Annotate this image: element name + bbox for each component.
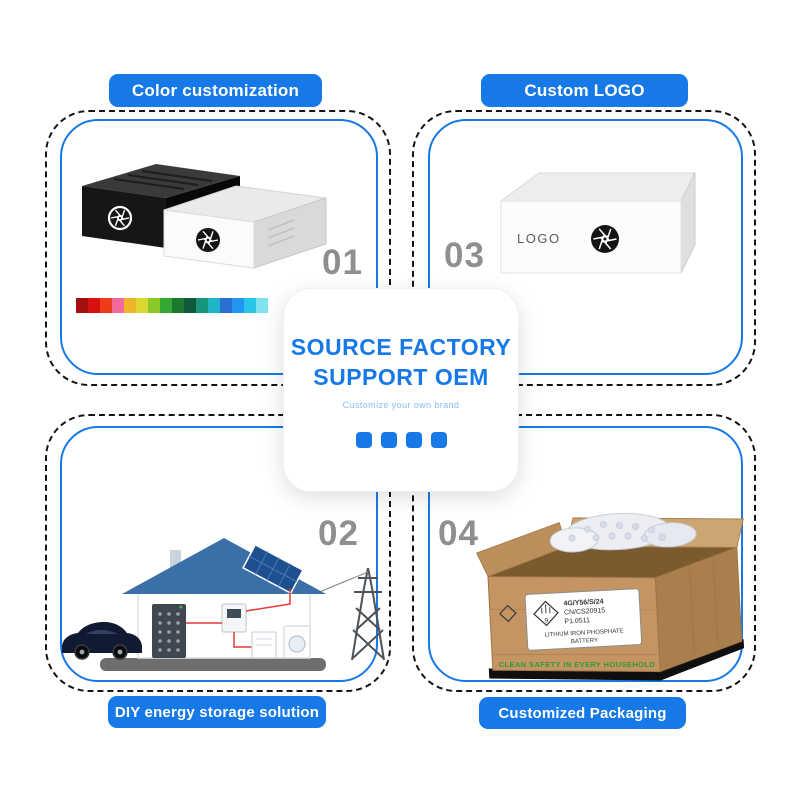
color-customization-illustration	[82, 164, 327, 269]
white-enclosure	[163, 185, 327, 269]
frame-blue-custom-logo	[428, 119, 743, 375]
frame-dashed-color-customization	[45, 110, 391, 386]
color-swatch	[112, 298, 124, 313]
frame-dashed-custom-logo	[412, 110, 756, 386]
label-custom-logo: Custom LOGO	[481, 74, 688, 107]
color-swatch	[208, 298, 220, 313]
label-diy-storage-text: DIY energy storage solution	[114, 703, 320, 721]
frame-blue-packaging	[428, 426, 743, 682]
color-swatch	[160, 298, 172, 313]
aperture-logo-icon	[591, 225, 619, 253]
label-customized-packaging: Customized Packaging	[479, 697, 686, 729]
power-wiring	[186, 589, 291, 648]
color-swatch	[244, 298, 256, 313]
color-swatch	[148, 298, 160, 313]
packaging-illustration: 9 4G/Y56/S/24 CN/CS20915 P1.0511 LITHIUM…	[476, 512, 745, 681]
label-line-1: 4G/Y56/S/24	[563, 598, 604, 607]
frame-blue-diy-storage	[60, 426, 378, 682]
label-line-2: CN/CS20915	[564, 607, 606, 616]
label-color-customization: Color customization	[109, 74, 322, 107]
oem-dot	[355, 432, 372, 449]
ground-platform	[100, 658, 326, 671]
floor-battery-unit	[251, 631, 277, 659]
color-swatch	[100, 298, 112, 313]
diy-storage-illustration	[62, 538, 385, 671]
oem-dot	[430, 432, 447, 449]
color-swatch	[88, 298, 100, 313]
color-swatch	[136, 298, 148, 313]
chimney	[170, 550, 181, 576]
solar-panel	[242, 543, 304, 595]
color-swatch	[172, 298, 184, 313]
oem-title-line2: SUPPORT OEM	[313, 364, 489, 390]
hazard-diamond-icon: 9	[533, 600, 559, 627]
hazard-class-text: 9	[544, 617, 548, 624]
label-line-3: P1.0511	[564, 617, 590, 625]
color-swatch	[184, 298, 196, 313]
number-02: 02	[318, 514, 359, 553]
box-slogan-text: CLEAN SAFETY IN EVERY HOUSEHOLD	[499, 660, 656, 669]
battery-cabinet	[152, 604, 186, 658]
label-diy-storage: DIY energy storage solution	[108, 696, 326, 728]
oem-subtitle: Customize your own brand	[342, 400, 460, 411]
number-03: 03	[444, 236, 485, 275]
oem-dot	[380, 432, 397, 449]
shipping-label: 9 4G/Y56/S/24 CN/CS20915 P1.0511 LITHIUM…	[524, 588, 643, 651]
oem-dot	[405, 432, 422, 449]
transmission-tower	[315, 567, 385, 661]
frame-dashed-packaging	[412, 414, 756, 692]
color-swatch	[124, 298, 136, 313]
color-swatch	[76, 298, 88, 313]
center-oem-card: SOURCE FACTORY SUPPORT OEM Customize you…	[283, 288, 519, 492]
wall-inverter	[221, 603, 247, 633]
number-01: 01	[322, 243, 363, 282]
label-custom-logo-text: Custom LOGO	[524, 80, 645, 100]
label-line-4: LITHIUM IRON PHOSPHATE	[545, 628, 624, 638]
aperture-logo-icon	[107, 205, 133, 231]
color-swatch	[232, 298, 244, 313]
oem-title-line1: SOURCE FACTORY	[290, 333, 512, 360]
frame-dashed-diy-storage	[45, 414, 391, 692]
frame-blue-color-customization	[60, 119, 378, 375]
label-color-customization-text: Color customization	[131, 80, 300, 100]
color-swatch	[196, 298, 208, 313]
logo-placeholder-text: LOGO	[517, 231, 561, 246]
color-strip	[76, 298, 268, 313]
carton-box: 9 4G/Y56/S/24 CN/CS20915 P1.0511 LITHIUM…	[476, 512, 744, 673]
logo-enclosure: LOGO	[499, 172, 696, 274]
custom-logo-illustration: LOGO	[499, 172, 696, 274]
aperture-logo-icon	[196, 228, 220, 252]
house	[122, 538, 326, 659]
ev-car	[62, 622, 142, 660]
label-customized-packaging-text: Customized Packaging	[498, 704, 667, 722]
color-swatch	[256, 298, 268, 313]
color-swatch	[220, 298, 232, 313]
washing-machine	[283, 625, 311, 659]
oem-dots	[355, 432, 447, 449]
diamond-mark-icon	[499, 604, 517, 623]
number-04: 04	[438, 514, 479, 553]
bubble-wrap	[549, 512, 697, 553]
label-line-5: BATTERY	[571, 638, 598, 645]
